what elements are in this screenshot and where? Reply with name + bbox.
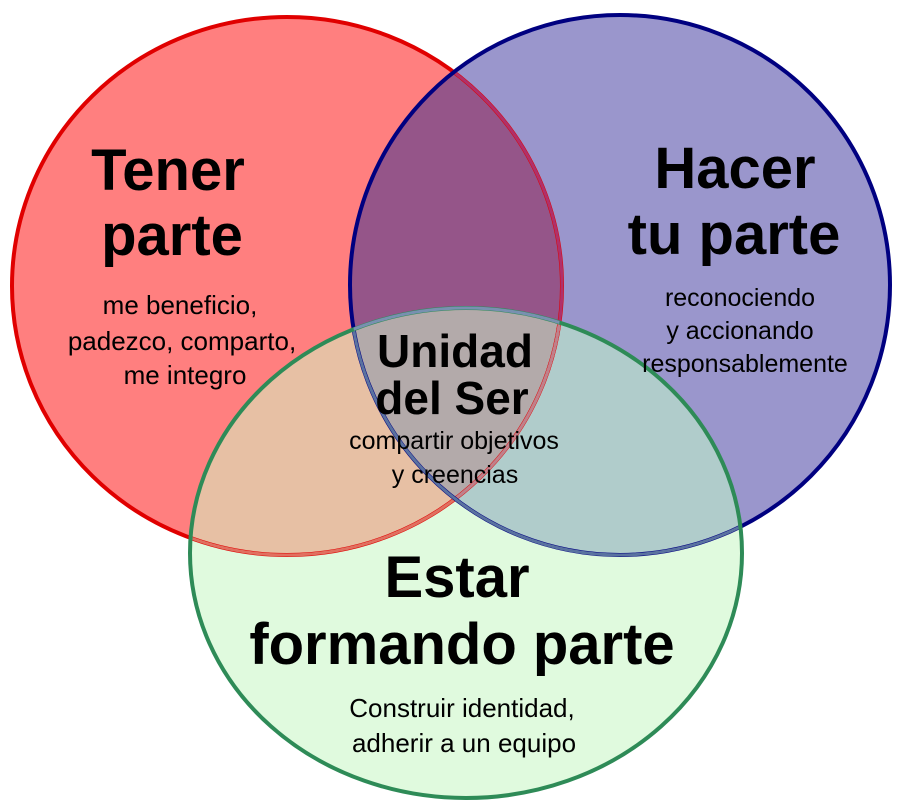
hacer-title-line-2: tu parte: [628, 202, 841, 267]
hacer-desc-line-3: responsablemente: [642, 350, 848, 378]
center-title-line-1: Unidad: [377, 325, 533, 377]
estar-desc-line-1: Construir identidad,: [349, 693, 574, 723]
tener-title-line-2: parte: [101, 203, 243, 268]
tener-title-line-1: Tener: [91, 138, 245, 203]
estar-title-line-2: formando parte: [249, 612, 674, 677]
tener-desc-line-1: me beneficio,: [103, 290, 258, 320]
hacer-desc-line-2: y accionando: [666, 317, 813, 345]
estar-title-line-1: Estar: [384, 545, 529, 610]
hacer-desc-line-1: reconociendo: [665, 284, 815, 312]
center-desc-line-1: compartir objetivos: [349, 427, 559, 455]
center-title-line-2: del Ser: [375, 372, 529, 424]
hacer-title-line-1: Hacer: [654, 136, 815, 201]
estar-desc-line-2: adherir a un equipo: [352, 728, 576, 758]
tener-desc-line-2: padezco, comparto,: [68, 326, 296, 356]
tener-desc-line-3: me integro: [124, 360, 247, 390]
center-desc-line-2: y creencias: [392, 461, 518, 489]
